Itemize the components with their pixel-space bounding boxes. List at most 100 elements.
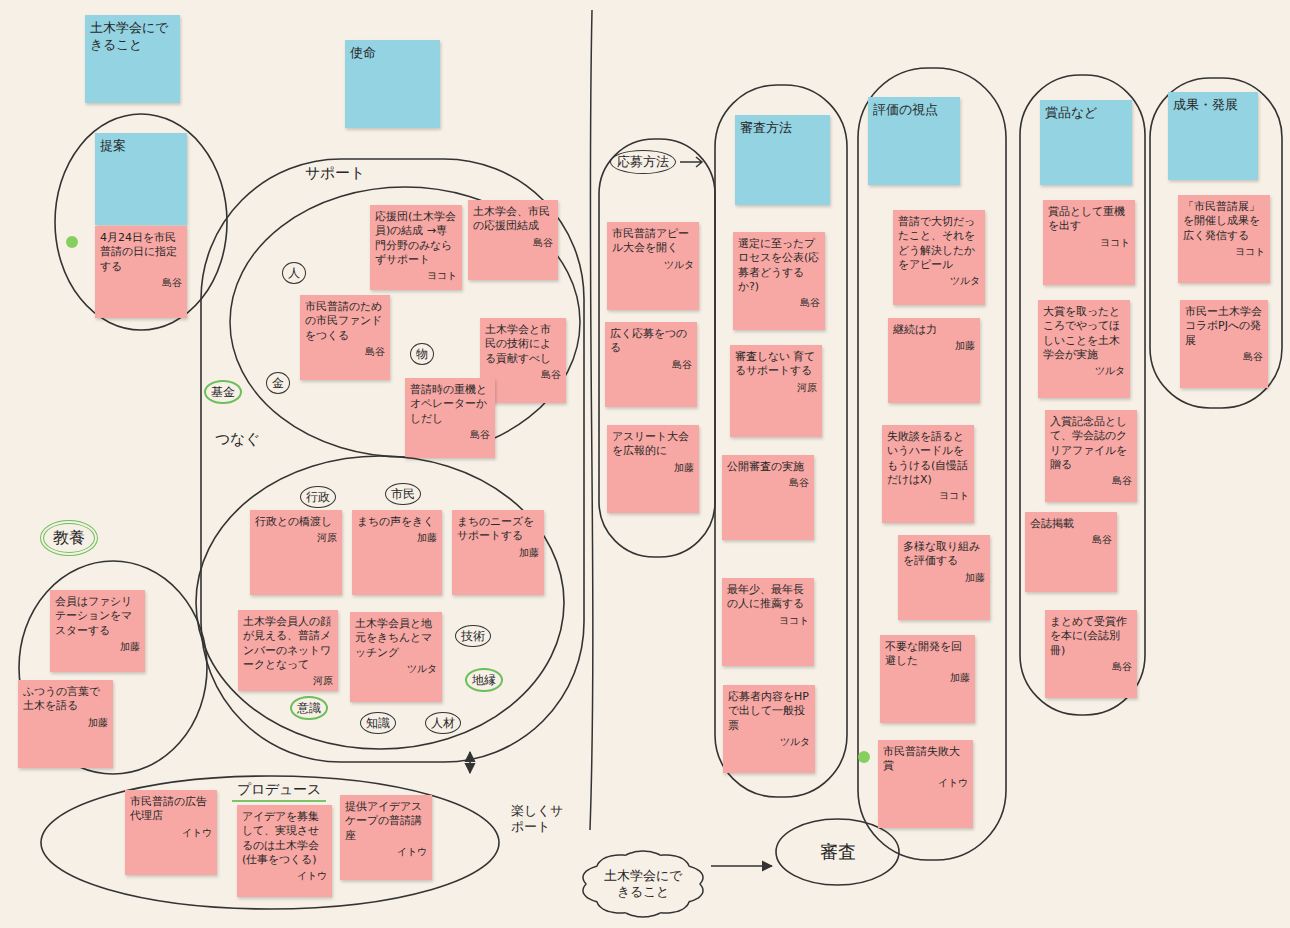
- author-name: 島谷: [1185, 351, 1263, 362]
- note-text: まちの声をきく: [357, 515, 437, 529]
- header-note: 審査方法: [735, 115, 830, 205]
- green-dot: [858, 751, 870, 763]
- group-region: サポート応援団(土木学会員)の結成 →専門分野のみならずサポートヨコト土木学会、…: [200, 158, 585, 763]
- header-note: 賞品など: [1040, 100, 1132, 185]
- sticky-note: 土木学会員人の顔が見える、普請メンバーのネットワークとなって河原: [238, 610, 338, 691]
- author-name: 島谷: [610, 359, 692, 370]
- header-text: 土木学会にできること: [90, 20, 175, 54]
- header-text: 提案: [100, 138, 182, 155]
- note-text: 市民ー土木学会コラボPJへの発展: [1185, 305, 1263, 348]
- header-text: 評価の視点: [873, 102, 955, 119]
- author-name: イトウ: [883, 777, 968, 788]
- column-outline: [1150, 78, 1282, 408]
- note-text: 普請時の重機とオペレーターかしだし: [410, 383, 490, 426]
- author-name: 河原: [255, 532, 337, 543]
- author-name: 加藤: [55, 641, 140, 652]
- header-note: 土木学会にできること: [85, 15, 180, 103]
- green-dot: [66, 236, 78, 248]
- group-heading: サポート: [300, 163, 370, 184]
- header-note: 提案: [95, 133, 187, 225]
- author-name: ヨコト: [1183, 246, 1265, 257]
- author-name: 島谷: [305, 346, 385, 357]
- author-name: ツルタ: [612, 259, 694, 270]
- note-text: 土木学会員人の顔が見える、普請メンバーのネットワークとなって: [243, 615, 333, 672]
- note-text: 審査しない 育てるサポートする: [735, 350, 817, 379]
- note-text: 継続は力: [893, 323, 975, 337]
- author-name: ツルタ: [355, 663, 437, 674]
- note-text: 普請で大切だったこと、それをどう解決したかをアピール: [898, 215, 980, 272]
- note-text: 応募者内容をHPで出して一般投票: [728, 690, 810, 733]
- group-region: 応募方法市民普請アピール大会を開くツルタ広く応募をつのる島谷アスリート大会を広報…: [598, 138, 716, 558]
- sticky-note: まとめて受賞作を本に(会誌別冊)島谷: [1045, 610, 1137, 698]
- sticky-note: 普請で大切だったこと、それをどう解決したかをアピールツルタ: [893, 210, 985, 305]
- author-name: 加藤: [903, 572, 985, 583]
- sticky-note: 4月24日を市民普請の日に指定する島谷: [95, 226, 187, 318]
- sticky-note: 広く応募をつのる島谷: [605, 322, 697, 407]
- sticky-note: 最年少、最年長の人に推薦するヨコト: [722, 578, 814, 666]
- author-name: 島谷: [410, 429, 490, 440]
- circled-keyword: 知識: [360, 712, 396, 734]
- sticky-note: まちの声をきく加藤: [352, 510, 442, 595]
- sticky-note: ふつうの言葉で土木を語る加藤: [18, 680, 113, 768]
- note-text: 行政との橋渡し: [255, 515, 337, 529]
- note-text: ふつうの言葉で土木を語る: [23, 685, 108, 714]
- author-name: 加藤: [612, 462, 694, 473]
- author-name: 島谷: [1030, 534, 1112, 545]
- sticky-note: まちのニーズをサポートする加藤: [452, 510, 544, 595]
- group-outline: [599, 139, 715, 557]
- author-name: ヨコト: [1048, 237, 1130, 248]
- sticky-note: 会員はファシリテーションをマスターする加藤: [50, 590, 145, 672]
- group-outline: [41, 776, 499, 909]
- header-text: 成果・発展: [1173, 97, 1253, 114]
- author-name: 加藤: [885, 672, 970, 683]
- header-note: 成果・発展: [1168, 92, 1258, 180]
- circled-keyword: 技術: [455, 625, 491, 647]
- author-name: 島谷: [1050, 661, 1132, 672]
- group-heading: 応募方法: [610, 150, 676, 174]
- author-name: 島谷: [485, 369, 561, 380]
- circled-keyword: 人材: [425, 712, 461, 734]
- sticky-note: 失敗談を語るというハードルをもうける(自慢話だけはX)ヨコト: [882, 425, 974, 523]
- connector-arrow: [711, 865, 772, 867]
- connector-arrow: [469, 752, 471, 773]
- sticky-note: 入賞記念品として、学会誌のクリアファイルを贈る島谷: [1045, 410, 1137, 502]
- note-text: 土木学会と市民の技術による貢献すべし: [485, 323, 561, 366]
- group-region: つなぐ行政との橋渡し河原まちの声をきく加藤まちのニーズをサポートする加藤土木学会…: [195, 455, 565, 750]
- shape-text: 土木学会にできること: [603, 868, 683, 901]
- note-text: 最年少、最年長の人に推薦する: [727, 583, 809, 612]
- sticky-note: 継続は力加藤: [888, 318, 980, 403]
- note-text: 賞品として重機を出す: [1048, 205, 1130, 234]
- header-note: 評価の視点: [868, 97, 960, 185]
- note-text: 市民普請の広告代理店: [130, 795, 212, 824]
- author-name: ヨコト: [375, 270, 457, 281]
- author-name: 河原: [735, 382, 817, 393]
- note-text: 市民普請アピール大会を開く: [612, 227, 694, 256]
- column-outline: [715, 85, 847, 797]
- sticky-note: 土木学会、市民の応援団結成島谷: [468, 200, 558, 280]
- author-name: イトウ: [242, 870, 327, 881]
- sticky-note: 普請時の重機とオペレーターかしだし島谷: [405, 378, 495, 458]
- margin-note: 楽しくサポート: [506, 800, 578, 837]
- sticky-note: 土木学会員と地元をきちんとマッチングツルタ: [350, 612, 442, 702]
- note-text: 公開審査の実施: [727, 460, 809, 474]
- author-name: ヨコト: [887, 490, 969, 501]
- sticky-note: 市民普請失敗大賞イトウ: [878, 740, 973, 828]
- circled-keyword: 物: [410, 343, 434, 365]
- sticky-note: アスリート大会を広報的に加藤: [607, 425, 699, 513]
- group-region: 教養会員はファシリテーションをマスターする加藤ふつうの言葉で土木を語る加藤: [18, 560, 208, 775]
- note-text: 4月24日を市民普請の日に指定する: [100, 231, 182, 274]
- header-text: 賞品など: [1045, 105, 1127, 122]
- author-name: ツルタ: [1043, 365, 1125, 376]
- header-text: 審査方法: [740, 120, 825, 137]
- circled-keyword: 行政: [300, 486, 336, 508]
- note-text: まちのニーズをサポートする: [457, 515, 539, 544]
- author-name: 河原: [243, 675, 333, 686]
- group-outline: [19, 561, 207, 774]
- header-note: 使命: [345, 40, 440, 128]
- circled-keyword: 市民: [385, 483, 421, 505]
- sticky-note: 市民ー土木学会コラボPJへの発展島谷: [1180, 300, 1268, 388]
- note-text: 多様な取り組みを評価する: [903, 540, 985, 569]
- author-name: 加藤: [23, 717, 108, 728]
